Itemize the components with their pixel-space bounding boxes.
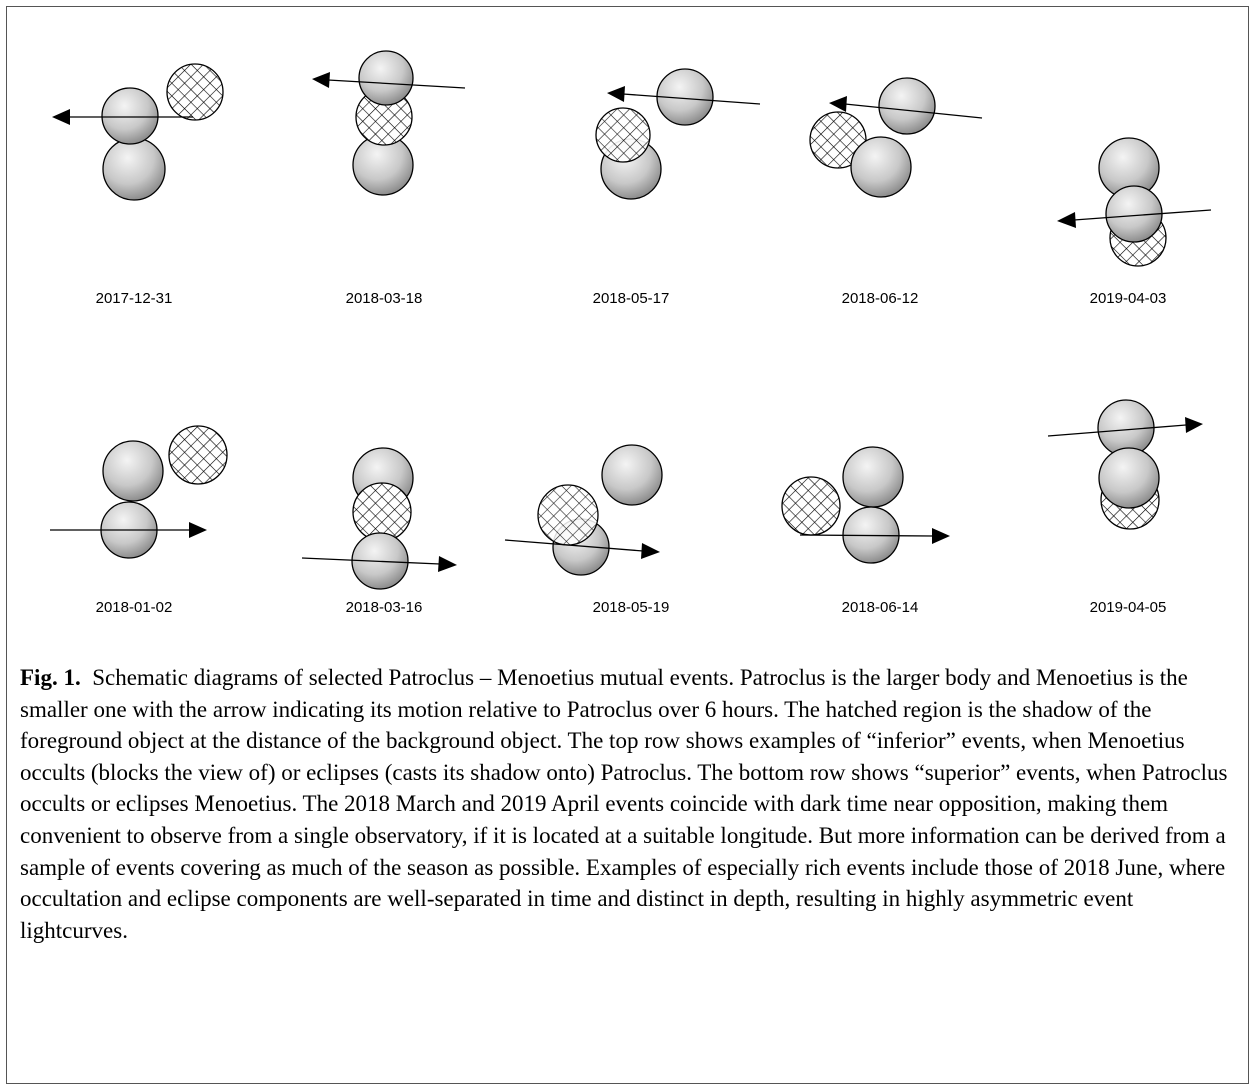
menoetius-body [101,87,159,145]
date-label: 2018-05-19 [593,599,670,616]
shadow-hatch [537,484,599,546]
motion-line [504,539,644,552]
motion-arrowhead [189,522,207,538]
shadow-hatch [352,482,412,542]
diagram-2018-05-17 [595,68,761,200]
motion-arrowhead [438,556,457,572]
date-label: 2018-03-16 [346,599,423,616]
diagram-2019-04-03 [1057,137,1212,267]
date-label: 2019-04-05 [1090,599,1167,616]
patroclus-body [842,446,904,508]
date-label: 2018-06-12 [842,290,919,307]
motion-arrowhead [52,109,70,125]
diagram-2018-05-19 [504,444,663,576]
shadow-hatch [168,425,228,485]
diagram-2017-12-31 [52,63,224,201]
motion-arrowhead [932,528,950,544]
patroclus-body [102,137,166,201]
diagram-2018-03-16 [301,447,457,590]
motion-arrowhead [1185,417,1203,433]
shadow-hatch [595,107,651,163]
patroclus-body [1098,447,1160,509]
motion-arrowhead [312,72,330,88]
shadow-hatch [781,476,841,536]
date-label: 2017-12-31 [96,290,173,307]
diagram-2018-06-12 [809,77,983,198]
figure-diagrams: 2017-12-31 2018-03-18 2018-05-17 2018-06… [50,50,1212,616]
caption-text: Schematic diagrams of selected Patroclus… [20,665,1228,943]
date-label: 2018-05-17 [593,290,670,307]
motion-arrowhead [829,96,847,112]
date-label: 2018-03-18 [346,290,423,307]
patroclus-body [601,444,663,506]
patroclus-body [102,440,164,502]
menoetius-body [878,77,936,135]
patroclus-body [850,136,912,198]
motion-line [622,93,761,105]
diagram-2018-01-02 [50,425,228,559]
motion-arrowhead [641,543,660,559]
motion-arrowhead [607,86,625,102]
motion-line [1073,209,1212,221]
diagram-2018-03-18 [312,50,466,196]
shadow-hatch [809,111,867,169]
diagram-2019-04-05 [1047,399,1203,530]
motion-line [301,557,441,565]
date-label: 2019-04-03 [1090,290,1167,307]
figure-caption: Fig. 1. Schematic diagrams of selected P… [20,662,1235,946]
menoetius-body [358,50,414,106]
caption-label: Fig. 1. [20,665,81,690]
motion-line [844,103,983,119]
date-label: 2018-06-14 [842,599,919,616]
date-label: 2018-01-02 [96,599,173,616]
motion-line [799,534,934,537]
motion-arrowhead [1057,212,1076,228]
motion-line [327,79,466,89]
shadow-hatch [166,63,224,121]
motion-line [1047,424,1187,437]
diagram-2018-06-14 [781,446,950,564]
